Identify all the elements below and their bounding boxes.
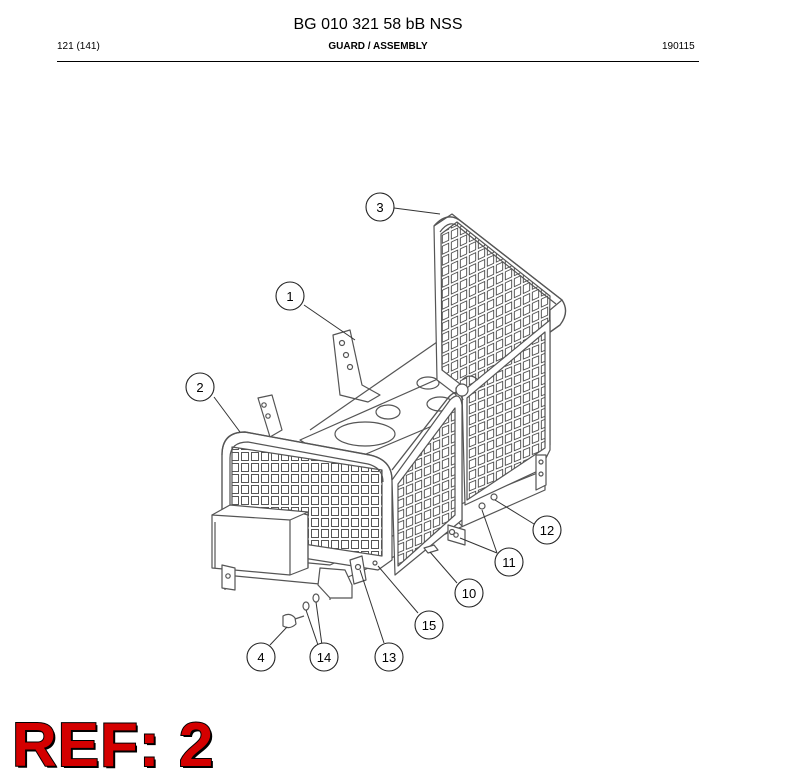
callout-label: 3 [376,200,383,215]
callout-label: 14 [317,650,331,665]
callout-11: 11 [494,547,524,577]
callout-2: 2 [185,372,215,402]
callout-label: 10 [462,586,476,601]
callout-label: 4 [257,650,264,665]
callout-14: 14 [309,642,339,672]
callout-3: 3 [365,192,395,222]
doc-title: BG 010 321 58 bB NSS [293,16,463,33]
guard-body [211,213,567,629]
callout-label: 11 [502,555,516,570]
callout-label: 2 [196,380,203,395]
callout-label: 15 [422,618,436,633]
section-title: GUARD / ASSEMBLY [328,41,428,52]
callout-4: 4 [246,642,276,672]
callout-12: 12 [532,515,562,545]
leader-lines [213,207,535,646]
callout-1: 1 [275,281,305,311]
callout-label: 12 [540,523,554,538]
page-number: 121 (141) [57,41,100,52]
callout-10: 10 [454,578,484,608]
ref-stamp: REF: 2 [11,710,215,781]
callout-label: 13 [382,650,396,665]
callout-15: 15 [414,610,444,640]
callout-13: 13 [374,642,404,672]
header-rule [57,61,699,62]
date-code: 190115 [662,41,695,52]
callout-label: 1 [286,289,293,304]
